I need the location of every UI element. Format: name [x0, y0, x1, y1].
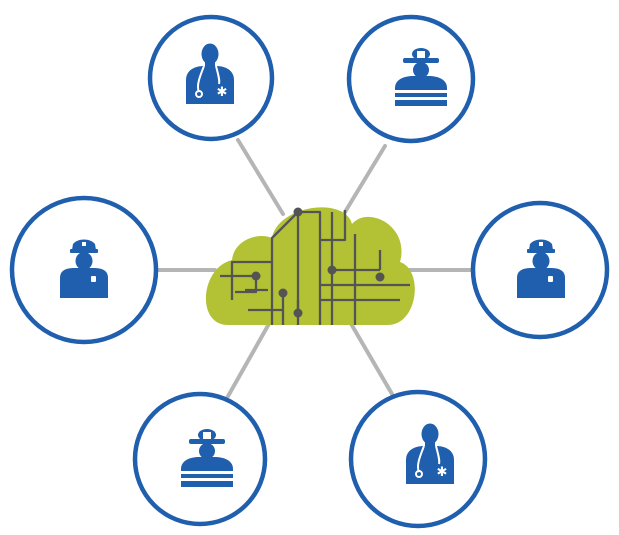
node-firefighter-top-right [346, 14, 476, 144]
connector-lines [155, 138, 474, 400]
connector-top-right [343, 144, 387, 214]
circuit-node [278, 288, 288, 298]
connector-bottom-right [348, 320, 394, 396]
cloud-shape [205, 207, 415, 325]
node-police-officer-left [9, 195, 159, 345]
node-paramedic-bottom-right [348, 389, 488, 529]
connector-bottom-left [225, 320, 272, 400]
node-firefighter-bottom-left [132, 391, 268, 527]
circuit-node [327, 265, 337, 275]
circuit-node [375, 272, 385, 282]
node-paramedic-top-left [147, 14, 275, 142]
connector-top-left [236, 138, 285, 216]
circuit-traces [220, 210, 410, 325]
circuit-node [293, 308, 303, 318]
node-police-officer-right [470, 200, 610, 340]
circuit-cloud-icon [205, 207, 415, 325]
circuit-node [251, 271, 261, 281]
circuit-node [293, 207, 303, 217]
circuit-nodes [251, 207, 385, 318]
